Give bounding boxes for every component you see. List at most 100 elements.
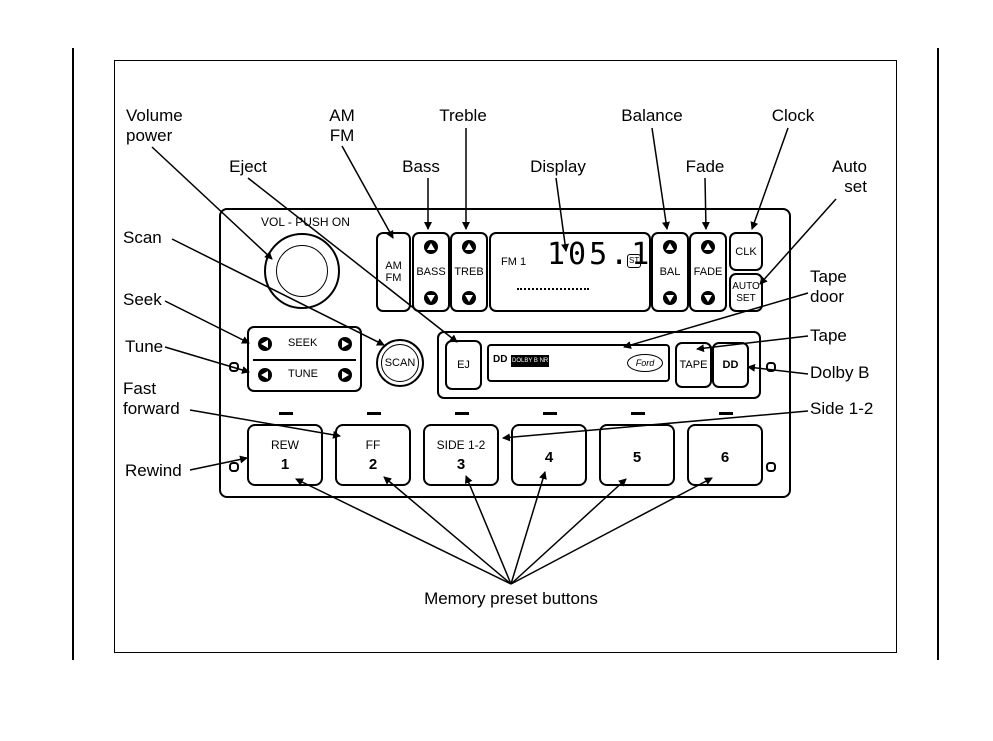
preset-button-2[interactable]: FF 2 — [335, 424, 411, 486]
volume-knob[interactable] — [264, 233, 340, 309]
seek-right-icon — [338, 337, 352, 351]
bal-text: BAL — [659, 266, 681, 278]
tape-button[interactable]: TAPE — [675, 342, 712, 388]
auto-text: AUTO — [732, 280, 760, 292]
leader-tape — [696, 335, 809, 353]
vol-push-on-label: VOL - PUSH ON — [261, 215, 350, 229]
fade-text: FADE — [693, 266, 723, 278]
fm-text: FM — [385, 272, 402, 284]
leader-auto-set — [759, 198, 837, 285]
label-balance: Balance — [621, 106, 683, 125]
bass-down-icon — [424, 291, 438, 305]
balance-down-icon — [663, 291, 677, 305]
leader-display — [555, 177, 570, 252]
bass-button[interactable]: BASS — [412, 232, 450, 312]
page-margin-bar-left — [72, 48, 74, 660]
preset-number: 3 — [456, 455, 466, 473]
preset-indicator-6 — [719, 412, 733, 415]
clk-text: CLK — [735, 245, 757, 258]
fade-down-icon — [701, 291, 715, 305]
preset-number: 6 — [720, 448, 730, 466]
leader-rewind — [189, 455, 248, 471]
balance-button[interactable]: BAL — [651, 232, 689, 312]
tune-rocker[interactable]: TUNE — [252, 361, 357, 389]
preset-number: 5 — [632, 448, 642, 466]
bass-up-icon — [424, 240, 438, 254]
preset-button-5[interactable]: 5 — [599, 424, 675, 486]
preset-button-3[interactable]: SIDE 1-2 3 — [423, 424, 499, 486]
leader-preset-1 — [295, 478, 512, 585]
leader-fade — [701, 177, 710, 230]
seek-text: SEEK — [288, 337, 318, 349]
leader-preset-2 — [383, 476, 512, 585]
leader-am-fm — [341, 145, 394, 239]
eject-button[interactable]: EJ — [445, 340, 482, 390]
preset-label: REW — [271, 437, 299, 452]
preset-button-4[interactable]: 4 — [511, 424, 587, 486]
preset-indicator-5 — [631, 412, 645, 415]
label-tape: Tape — [810, 326, 847, 345]
page-margin-bar-right — [937, 48, 939, 660]
tape-door[interactable]: DD DOLBY B NR Ford — [487, 344, 670, 382]
label-seek: Seek — [123, 290, 162, 309]
balance-up-icon — [663, 240, 677, 254]
preset-button-1[interactable]: REW 1 — [247, 424, 323, 486]
label-display: Display — [530, 157, 586, 176]
bass-text: BASS — [416, 266, 446, 278]
preset-number: 2 — [368, 455, 378, 473]
scan-button[interactable]: SCAN — [376, 339, 424, 387]
label-tape-door: Tape door — [810, 267, 847, 306]
scan-button-inner: SCAN — [381, 344, 419, 382]
dolby-b-button[interactable]: DD — [712, 342, 749, 388]
leader-clock — [750, 127, 789, 230]
preset-indicator-4 — [543, 412, 557, 415]
preset-indicator-1 — [279, 412, 293, 415]
label-bass: Bass — [402, 157, 440, 176]
set-text: SET — [736, 292, 756, 304]
leader-dolby-b — [747, 363, 809, 375]
label-treble: Treble — [439, 106, 487, 125]
label-dolby-b: Dolby B — [810, 363, 870, 382]
clock-button[interactable]: CLK — [729, 232, 763, 271]
leader-volume — [151, 146, 273, 260]
label-auto-set: Auto set — [832, 157, 867, 196]
seek-tune-divider — [253, 359, 356, 362]
leader-eject — [247, 177, 458, 343]
seek-rocker[interactable]: SEEK — [252, 330, 357, 358]
display-panel: FM 1 105.1 ST — [489, 232, 651, 312]
label-clock: Clock — [771, 106, 815, 125]
am-text: AM — [385, 260, 402, 272]
treble-up-icon — [462, 240, 476, 254]
display-stereo-indicator: ST — [627, 254, 642, 268]
leader-fast-forward — [189, 409, 341, 439]
leader-preset-4 — [510, 471, 547, 585]
preset-indicator-3 — [455, 412, 469, 415]
tune-text: TUNE — [288, 368, 318, 380]
treble-button[interactable]: TREB — [450, 232, 488, 312]
preset-button-6[interactable]: 6 — [687, 424, 763, 486]
auto-set-button[interactable]: AUTO SET — [729, 273, 763, 312]
leader-side-1-2 — [502, 410, 809, 442]
label-volume-power: Volume power — [126, 106, 183, 145]
preset-number: 1 — [280, 455, 290, 473]
leader-tune — [164, 346, 250, 374]
leader-preset-5 — [510, 478, 627, 585]
preset-indicator-2 — [367, 412, 381, 415]
seek-left-icon — [258, 337, 272, 351]
ford-logo: Ford — [627, 354, 663, 372]
screw-right-lower — [766, 462, 776, 472]
treble-down-icon — [462, 291, 476, 305]
tune-left-icon — [258, 368, 272, 382]
label-memory-preset-buttons: Memory preset buttons — [424, 589, 598, 608]
tape-text: TAPE — [679, 359, 708, 371]
label-tune: Tune — [125, 337, 164, 356]
leader-scan — [171, 238, 385, 346]
fade-button[interactable]: FADE — [689, 232, 727, 312]
label-rewind: Rewind — [125, 461, 182, 480]
leader-balance — [651, 127, 670, 230]
volume-knob-inner — [276, 245, 328, 297]
leader-tape-door — [623, 292, 809, 349]
ford-logo-text: Ford — [635, 358, 655, 368]
am-fm-button[interactable]: AM FM — [376, 232, 411, 312]
preset-label: FF — [365, 437, 381, 452]
